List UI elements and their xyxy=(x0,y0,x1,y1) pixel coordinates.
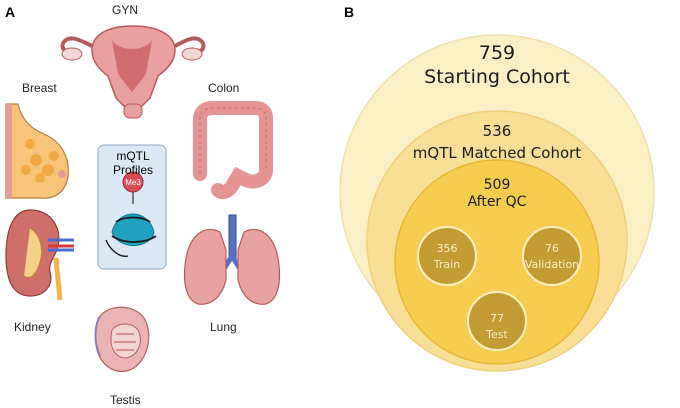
panel-b-letter: B xyxy=(344,4,354,20)
test-circle xyxy=(467,291,527,351)
gyn-label: GYN xyxy=(112,3,138,17)
after-qc-label: After QC xyxy=(468,194,527,210)
mqtl-line1: mQTL xyxy=(116,149,150,163)
matched-label: mQTL Matched Cohort xyxy=(413,144,581,162)
test-count: 77 xyxy=(490,312,504,325)
after-qc-circle xyxy=(394,159,600,365)
starting-count: 759 xyxy=(479,42,515,64)
testis-label: Testis xyxy=(110,393,141,407)
lung-label: Lung xyxy=(210,320,237,334)
train-label: Train xyxy=(433,258,460,271)
starting-label: Starting Cohort xyxy=(424,66,570,88)
mqtl-profiles-box xyxy=(97,144,167,270)
after-qc-count: 509 xyxy=(484,177,511,193)
validation-count: 76 xyxy=(545,242,559,255)
colon-label: Colon xyxy=(208,81,239,95)
colon-illustration xyxy=(193,101,273,200)
me3-badge: Me3 xyxy=(125,178,141,187)
train-count: 356 xyxy=(437,242,458,255)
validation-label: Validation xyxy=(525,258,579,271)
kidney-illustration xyxy=(5,209,74,301)
train-circle xyxy=(417,226,477,286)
test-label: Test xyxy=(485,328,508,341)
breast-illustration xyxy=(5,103,69,199)
panel-a-letter: A xyxy=(5,4,15,20)
lung-illustration xyxy=(183,214,281,305)
kidney-label: Kidney xyxy=(14,320,51,334)
testis-illustration xyxy=(94,306,150,372)
breast-label: Breast xyxy=(22,81,57,95)
matched-count: 536 xyxy=(483,122,512,140)
validation-circle xyxy=(522,226,582,286)
uterus-illustration xyxy=(60,25,206,119)
mqtl-line2: Profiles xyxy=(113,163,153,177)
